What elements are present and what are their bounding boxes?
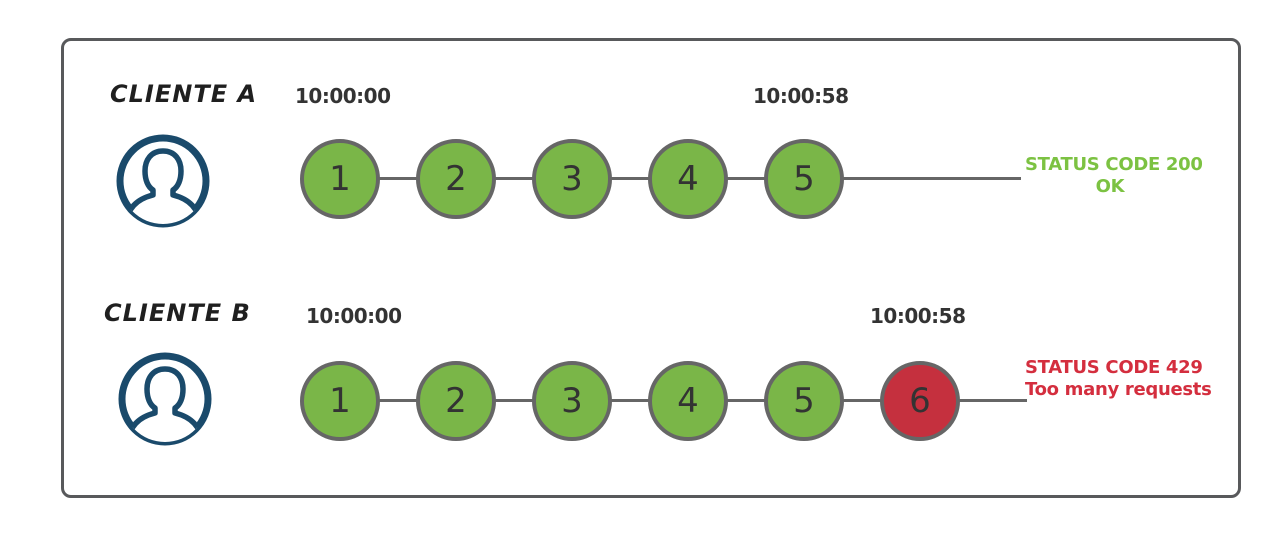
request-circle-1: 1: [300, 139, 380, 219]
request-number: 4: [677, 159, 699, 199]
request-number: 2: [445, 159, 467, 199]
client-b-request-timeline: 1 2 3 4 5 6: [300, 361, 1027, 441]
request-number: 2: [445, 381, 467, 421]
client-b-user-icon: [118, 352, 212, 446]
client-b-status: STATUS CODE 429 Too many requests: [1025, 357, 1212, 401]
request-number: 6: [909, 381, 931, 421]
request-circle-6-rate-limited: 6: [880, 361, 960, 441]
client-b-status-text: Too many requests: [1025, 379, 1212, 400]
request-circle-3: 3: [532, 139, 612, 219]
request-circle-5: 5: [764, 361, 844, 441]
request-number: 5: [793, 159, 815, 199]
client-b-label: CLIENTE B: [104, 299, 251, 327]
request-circle-5: 5: [764, 139, 844, 219]
client-b-end-time: 10:00:58: [870, 304, 966, 328]
request-number: 5: [793, 381, 815, 421]
diagram-frame: [61, 38, 1241, 498]
client-a-request-timeline: 1 2 3 4 5: [300, 139, 1021, 219]
request-number: 4: [677, 381, 699, 421]
request-number: 1: [329, 381, 351, 421]
client-a-label: CLIENTE A: [110, 80, 258, 108]
request-circle-2: 2: [416, 139, 496, 219]
client-a-status-code: STATUS CODE 200: [1025, 154, 1203, 175]
client-a-end-time: 10:00:58: [753, 84, 849, 108]
client-b-status-code: STATUS CODE 429: [1025, 357, 1203, 378]
request-circle-4: 4: [648, 361, 728, 441]
request-circle-2: 2: [416, 361, 496, 441]
request-number: 1: [329, 159, 351, 199]
client-a-start-time: 10:00:00: [295, 84, 391, 108]
client-a-user-icon: [116, 134, 210, 228]
request-circle-4: 4: [648, 139, 728, 219]
request-number: 3: [561, 159, 583, 199]
client-a-status: STATUS CODE 200 OK: [1025, 154, 1203, 198]
request-circle-1: 1: [300, 361, 380, 441]
client-a-status-text: OK: [1095, 176, 1125, 197]
request-circle-3: 3: [532, 361, 612, 441]
client-b-start-time: 10:00:00: [306, 304, 402, 328]
request-number: 3: [561, 381, 583, 421]
